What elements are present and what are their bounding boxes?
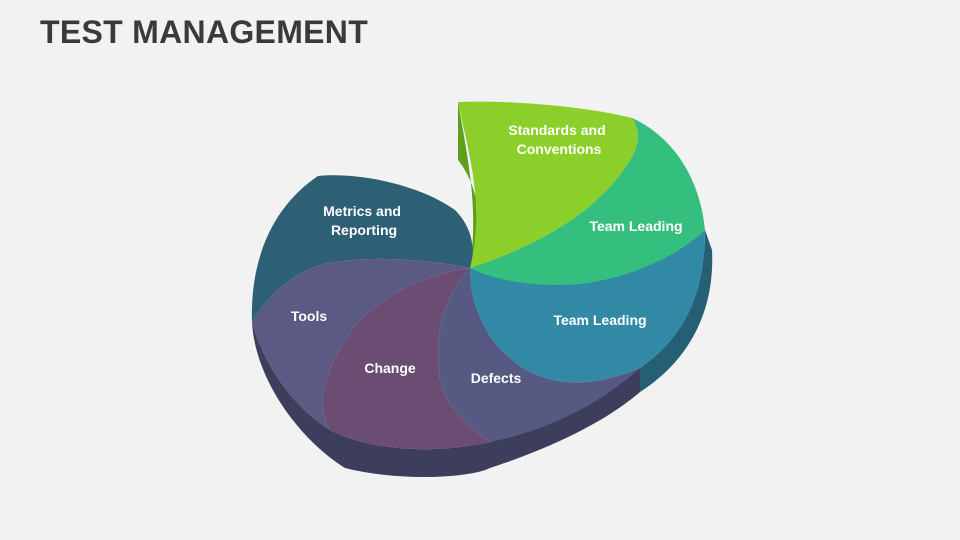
- segment-tools: [252, 258, 470, 430]
- label-change: Change: [364, 360, 416, 376]
- segment-metrics-and-reporting: [251, 175, 473, 322]
- label-defects: Defects: [471, 370, 522, 386]
- segment-change: [322, 268, 490, 450]
- diagram-side-wall-right: [640, 230, 713, 392]
- label-tools: Tools: [291, 308, 328, 324]
- segment-team-leading-green: [470, 118, 705, 285]
- segment-defects: [438, 268, 640, 442]
- diagram-side-wall-bottom: [252, 322, 640, 478]
- diagram-side-wall-green: [458, 102, 481, 268]
- label-team-leading-blue: Team Leading: [553, 312, 646, 328]
- label-standards-and-conventions: Standards and Conventions: [508, 122, 609, 157]
- segment-standards-and-conventions: [458, 101, 638, 268]
- slide-title: TEST MANAGEMENT: [40, 14, 369, 50]
- label-team-leading-green: Team Leading: [589, 218, 682, 234]
- label-metrics-and-reporting: Metrics and Reporting: [323, 203, 405, 238]
- segment-team-leading-blue: [470, 230, 705, 383]
